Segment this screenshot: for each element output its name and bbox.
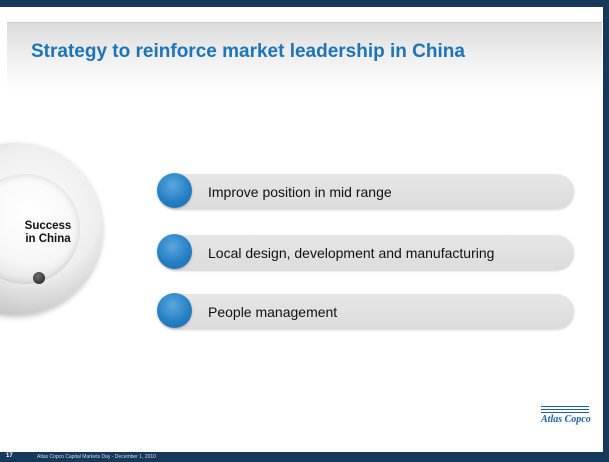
- strategy-item-label: People management: [208, 304, 338, 320]
- bullet-circle-icon: [157, 173, 192, 208]
- page-number: 17: [6, 453, 13, 459]
- strategy-item-label: Improve position in mid range: [208, 184, 392, 200]
- top-bar: [0, 0, 609, 7]
- slide-title: Strategy to reinforce market leadership …: [31, 41, 465, 62]
- logo-stripes-icon: [541, 406, 589, 415]
- center-label-line1: Success: [24, 220, 72, 232]
- strategy-item-label: Local design, development and manufactur…: [208, 245, 495, 261]
- logo-text: Atlas Copco: [541, 414, 591, 425]
- bullet-circle-icon: [157, 293, 192, 328]
- center-label: Success in China: [18, 220, 78, 246]
- center-label-line2: in China: [25, 233, 71, 245]
- strategy-item-1: Improve position in mid range: [157, 173, 574, 209]
- footer-text: Atlas Copco Capital Markets Day - Decemb…: [37, 453, 156, 460]
- footer-bar: 17 Atlas Copco Capital Markets Day - Dec…: [0, 452, 609, 462]
- strategy-item-3: People management: [157, 293, 574, 329]
- bullet-circle-icon: [157, 234, 192, 269]
- strategy-item-2: Local design, development and manufactur…: [157, 234, 574, 270]
- title-band: [7, 22, 602, 91]
- dot-icon: [33, 272, 45, 284]
- atlas-copco-logo: Atlas Copco: [541, 406, 591, 426]
